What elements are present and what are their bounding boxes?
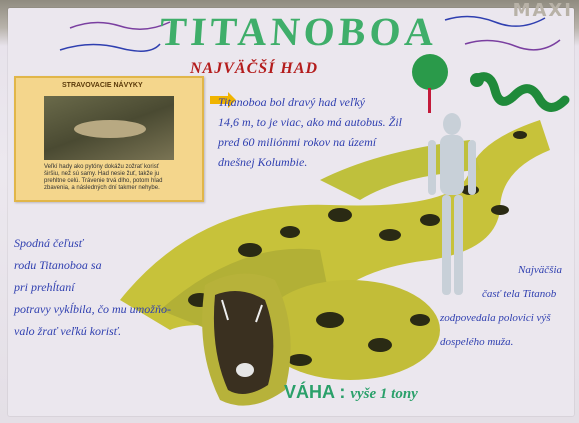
note-line: pri prehĺtaní [14,280,75,294]
note-line: pred 60 miliónmi rokov na území [218,135,377,149]
human-figure [428,113,476,295]
info-card: STRAVOVACIE NÁVYKY Veľkí hady ako pytóny… [14,76,204,202]
note-line: rodu Titanoboa sa [14,258,102,272]
note-line: 14,6 m, to je viac, ako má autobus. Žil [218,115,402,129]
note-line: Titanoboa bol dravý had veľký [218,95,366,109]
snake-head [202,273,291,406]
note-line: zodpovedala polovici výš [440,312,551,324]
note-line: dnešnej Kolumbie. [218,155,308,169]
note-top-right: Titanoboa bol dravý had veľký 14,6 m, to… [218,92,438,172]
note-line: potravy vykĺbila, čo mu umožňo- [14,302,171,316]
drawn-tree [412,54,448,113]
note-line: Spodná čeľusť [14,236,84,250]
info-card-photo [44,96,174,160]
top-right-label: MAXI [512,0,573,21]
note-left: Spodná čeľusť rodu Titanoboa sa pri preh… [14,232,194,342]
note-line: Najväčšia [518,264,562,276]
note-line: časť tela Titanob [482,288,557,300]
page-subtitle: NAJVÄČŠÍ HAD [190,60,319,77]
info-card-heading: STRAVOVACIE NÁVYKY [62,82,143,89]
weight-value: vyše 1 tony [350,386,418,402]
weight-line: VÁHA : vyše 1 tony [284,382,418,403]
note-right: Najväčšia časť tela Titanob zodpovedala … [440,258,576,354]
weight-label: VÁHA : [284,382,346,402]
note-line: dospelého muža. [440,336,514,348]
arrow-right-icon [210,92,236,108]
drawn-small-snake [470,72,570,112]
note-line: valo žrať veľkú korisť. [14,324,122,338]
info-card-text: Veľkí hady ako pytóny dokážu zožrať kori… [44,164,163,191]
